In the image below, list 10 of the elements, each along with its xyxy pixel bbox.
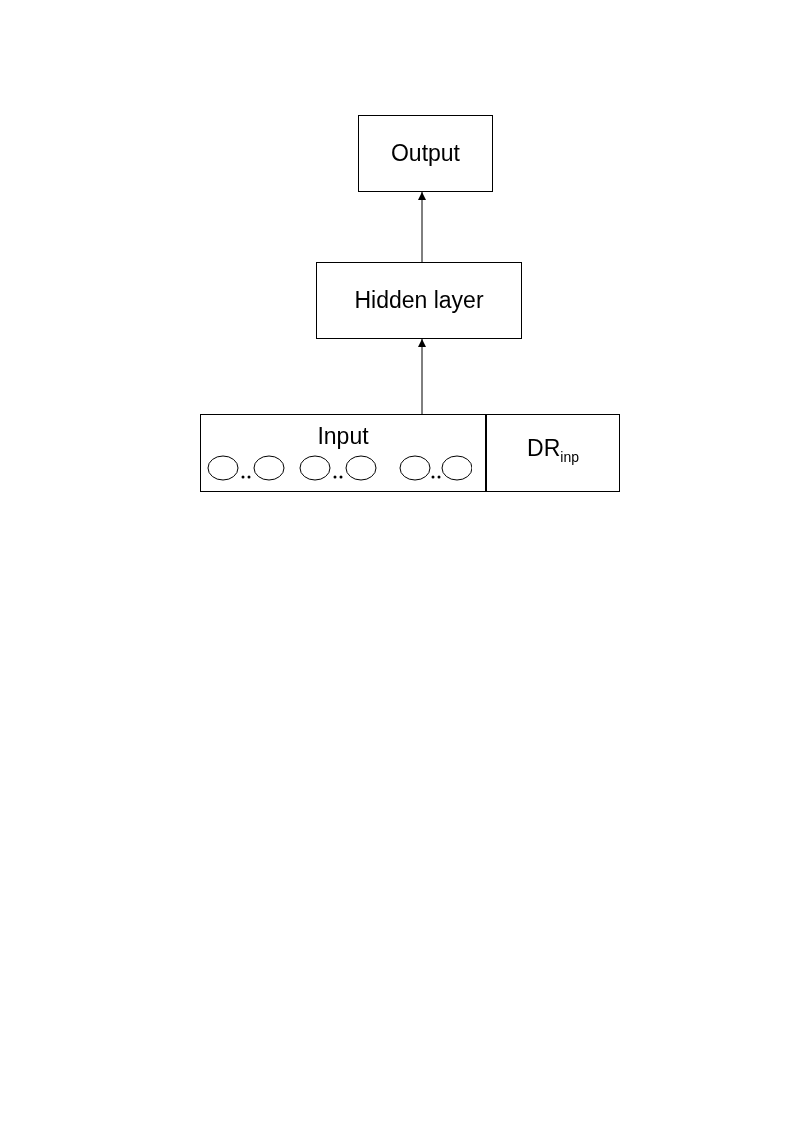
layer-label: Hidden layer [353, 287, 485, 314]
arrow [418, 191, 426, 263]
layer-box [200, 414, 486, 492]
layer-label: Output [389, 140, 461, 167]
layer-label: Input [316, 423, 370, 450]
layer-box [316, 262, 522, 339]
layer-label: DR$_{inp}$ [526, 435, 580, 465]
layer-box [486, 414, 620, 492]
arrow [418, 338, 426, 415]
layer-box [358, 115, 493, 192]
